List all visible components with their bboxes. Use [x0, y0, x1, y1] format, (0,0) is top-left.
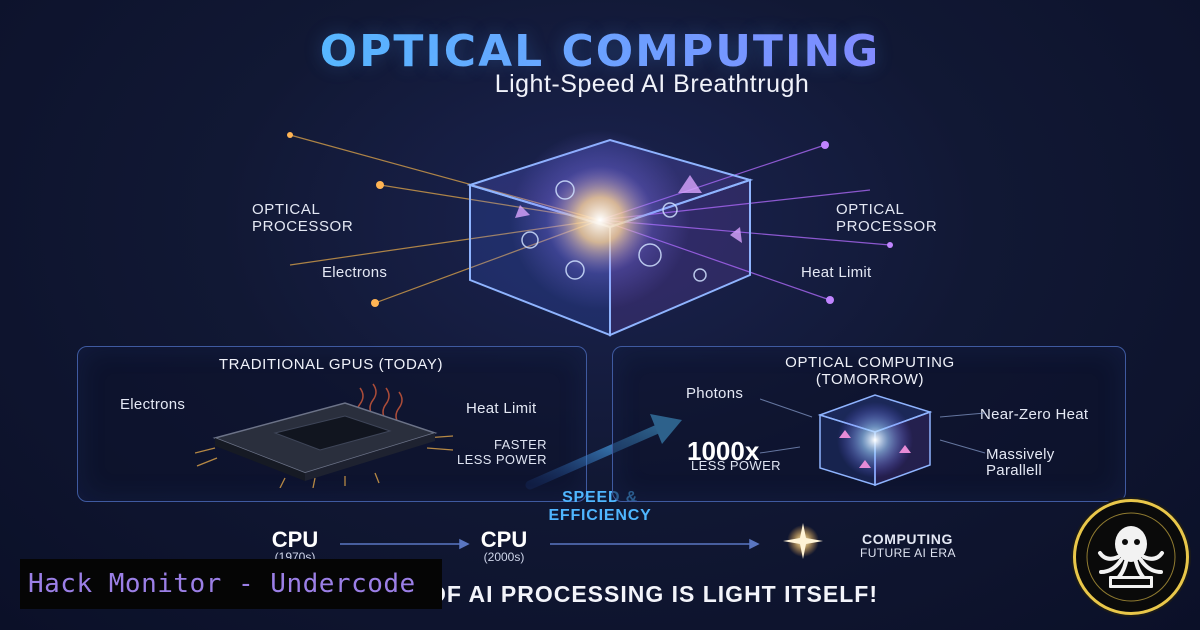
page-title: OPTICAL COMPUTING — [0, 26, 1200, 77]
right-panel-pointer-lines — [760, 398, 986, 454]
gpu-less-power-label: LESS POWER — [457, 452, 547, 467]
timeline-final-label: COMPUTING — [862, 531, 953, 547]
timeline-item-2-label: CPU — [480, 527, 528, 552]
left-panel-title: TRADITIONAL GPUS (TODAY) — [218, 356, 444, 373]
banner-text: Hack Monitor - Undercode — [28, 569, 416, 599]
massively-label: Massively — [986, 446, 1055, 463]
multiplier-sub: LESS POWER — [691, 458, 781, 473]
hero-right-label-top: OPTICAL PROCESSOR — [836, 201, 938, 235]
octopus-logo-icon — [1073, 499, 1189, 615]
hero-left-label-bottom: Electrons — [322, 264, 388, 281]
hero-right-label-bottom: Heat Limit — [801, 264, 872, 281]
gpu-faster-label: FASTER — [494, 437, 547, 452]
glass-cube-processor-icon — [287, 130, 893, 337]
right-panel-title: OPTICAL COMPUTING (TOMORROW) — [785, 354, 955, 388]
timeline-item-2-sub: (2000s) — [483, 550, 525, 564]
gpu-heat-limit-label: Heat Limit — [466, 400, 537, 417]
timeline-arrows — [340, 538, 760, 550]
timeline-final-sub: FUTURE AI ERA — [860, 546, 956, 560]
photons-label: Photons — [686, 385, 744, 402]
near-zero-heat-label: Near-Zero Heat — [980, 406, 1089, 423]
page-subtitle: Light-Speed AI Breathtrugh — [494, 70, 810, 98]
parallel-label: Parallell — [986, 462, 1043, 479]
timeline-item-1-label: CPU — [271, 527, 319, 552]
hack-monitor-banner: Hack Monitor - Undercode — [20, 559, 442, 609]
gpu-chip-icon — [195, 383, 454, 488]
footer-tagline: OF AI PROCESSING IS LIGHT ITSELF! — [428, 581, 878, 607]
multiplier-value: 1000x — [687, 436, 760, 466]
gpu-electrons-label: Electrons — [120, 396, 186, 413]
arrow-caption-line2: EFFICIENCY — [548, 507, 652, 524]
star-burst-icon — [783, 523, 823, 559]
hero-left-label-top: OPTICAL PROCESSOR — [252, 201, 354, 235]
optical-cube-icon — [817, 394, 933, 487]
